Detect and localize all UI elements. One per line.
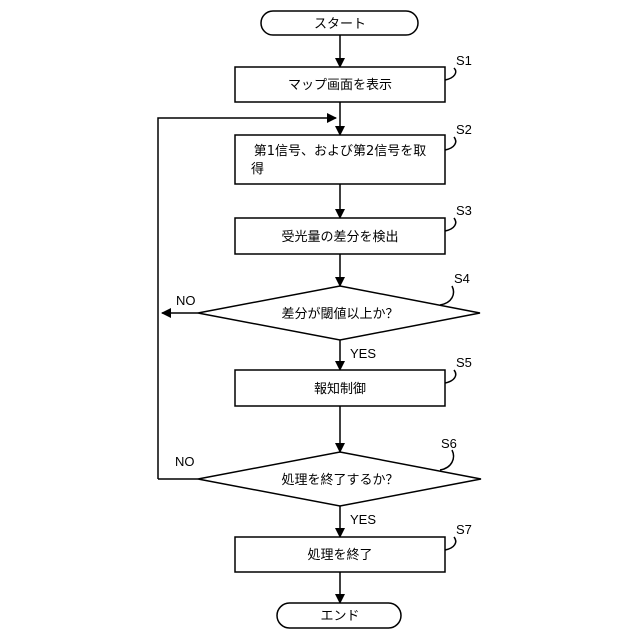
step-id-s6: S6 — [441, 436, 457, 451]
leader-s6 — [440, 450, 454, 470]
branch-no-s6: NO — [175, 454, 195, 469]
process-text-s5: 報知制御 — [314, 381, 366, 397]
process-text-s1: マップ画面を表示 — [288, 78, 392, 93]
process-text-s3: 受光量の差分を検出 — [281, 230, 398, 245]
step-id-s4: S4 — [454, 271, 470, 286]
step-id-s3: S3 — [456, 203, 472, 218]
leader-s3 — [445, 218, 456, 231]
decision-text-s4: 差分が閾値以上か？ — [281, 306, 398, 322]
step-id-s1: S1 — [456, 53, 472, 68]
leader-s5 — [445, 370, 456, 383]
start-label: スタート — [314, 17, 366, 32]
branch-yes-s6: YES — [350, 512, 376, 527]
leader-s1 — [445, 68, 456, 80]
end-label: エンド — [320, 609, 359, 624]
step-id-s2: S2 — [456, 122, 472, 137]
branch-no-s4: NO — [176, 293, 196, 308]
leader-s2 — [445, 137, 456, 150]
process-text-s7: 処理を終了 — [307, 547, 372, 563]
decision-text-s6: 処理を終了するか？ — [281, 472, 398, 488]
process-text-s2-line1: 第1信号、および第2信号を取 — [254, 144, 427, 159]
branch-yes-s4: YES — [350, 346, 376, 361]
step-id-s5: S5 — [456, 355, 472, 370]
leader-s4 — [440, 286, 454, 305]
step-id-s7: S7 — [456, 522, 472, 537]
leader-s7 — [445, 537, 456, 550]
process-text-s2-line2: 得 — [251, 161, 264, 177]
process-box-s2 — [235, 135, 445, 184]
